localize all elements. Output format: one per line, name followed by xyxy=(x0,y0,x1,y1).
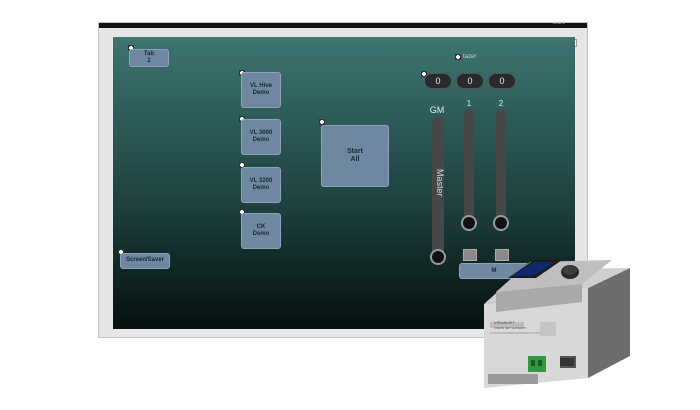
screen-saver-button[interactable]: Screen/Saver xyxy=(120,253,170,269)
monitor-top-bar: OLKLC xyxy=(99,22,587,28)
fader-2-value-counter: 0 xyxy=(488,73,516,89)
touch-panel-monitor: OLKLC Tab 2 VL Hive Demo VL 3600 Demo VL… xyxy=(98,22,588,338)
vl-3600-demo-button[interactable]: VL 3600 Demo xyxy=(241,119,281,155)
fader-1-flash-button[interactable] xyxy=(463,249,477,261)
fader-1-label: 1 xyxy=(466,99,472,108)
fader-2-flash-button[interactable] xyxy=(495,249,509,261)
topbar-text: OLKLC xyxy=(552,22,565,26)
device-brand-label: VISUALRIT xyxy=(494,320,515,325)
control-screen: Tab 2 VL Hive Demo VL 3600 Demo VL 3200 … xyxy=(113,37,575,329)
move-handle-icon[interactable] xyxy=(455,54,461,60)
tab-2-button[interactable]: Tab 2 xyxy=(129,49,169,67)
bottom-button-label: M xyxy=(491,268,497,274)
vl-hive-demo-button[interactable]: VL Hive Demo xyxy=(241,72,281,108)
master-fader-label: Master xyxy=(435,169,445,197)
master-fader-track[interactable] xyxy=(432,117,444,263)
gm-value-counter: 0 xyxy=(424,73,452,89)
master-fader-knob[interactable] xyxy=(430,249,446,265)
fader-1-value-counter: 0 xyxy=(456,73,484,89)
move-handle-icon[interactable] xyxy=(319,119,325,125)
start-all-button[interactable]: Start All xyxy=(321,125,389,187)
fader-2-knob[interactable] xyxy=(493,215,509,231)
fader-2-label: 2 xyxy=(498,99,504,108)
gm-fader-label: GM xyxy=(429,105,445,115)
device-model-label: VISION NET GATEWAY xyxy=(494,326,527,330)
fader-1-track[interactable] xyxy=(464,109,474,227)
tazer-label: tazer xyxy=(463,54,477,60)
gateway-device-image: VISUALRIT VISION NET GATEWAY xyxy=(470,248,638,390)
gateway-device-illustration xyxy=(484,260,630,388)
vl-3200-demo-button[interactable]: VL 3200 Demo xyxy=(241,167,281,203)
ck-demo-button[interactable]: CK Demo xyxy=(241,213,281,249)
fader-2-track[interactable] xyxy=(496,109,506,227)
fader-1-knob[interactable] xyxy=(461,215,477,231)
